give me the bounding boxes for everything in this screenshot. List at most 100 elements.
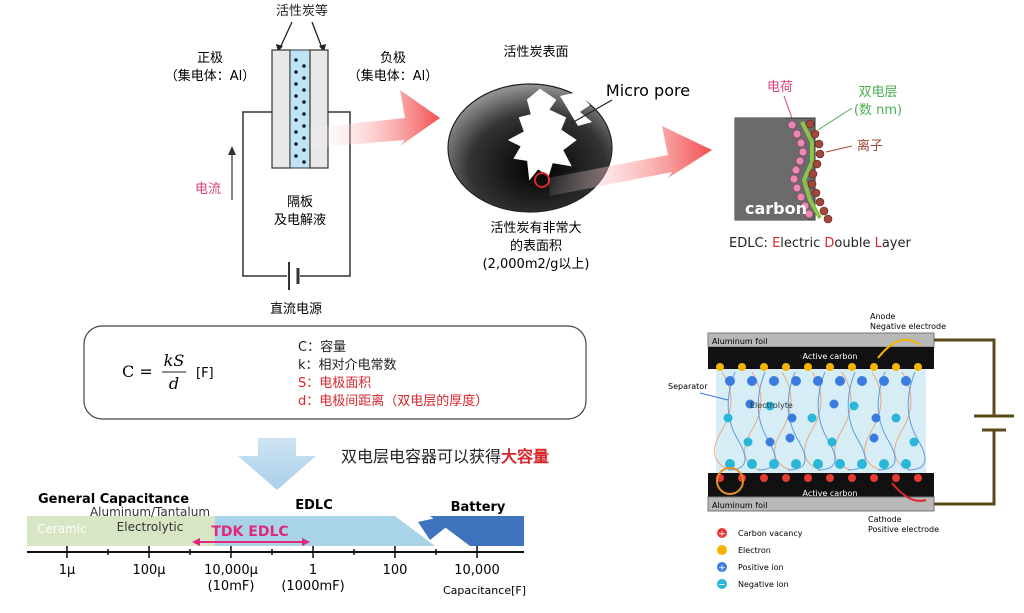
ion-layer [805,119,833,224]
ion-dots [294,58,306,164]
electron-row [716,363,922,371]
tdk-edlc-label: TDK EDLC [211,524,288,540]
down-arrow [238,438,316,490]
charge-layer [787,120,814,219]
foil-bottom-label: Aluminum foil [712,501,767,510]
tick-label-4: 100 [383,563,408,578]
vacancy-highlight [716,467,744,495]
charge-label: 电荷 [767,80,793,95]
electrolyte-label: Electrolyte [750,401,793,410]
circuit-wire [242,111,287,277]
carbon-vacancy-row [716,474,922,482]
formula-numerator: kS [164,351,185,370]
tick-sub-3: (1000mF) [281,579,344,594]
cathode-arrow [891,482,927,502]
tick-label-1: 100μ [132,563,165,578]
formula-box: C = kS d [F] C：容量 k：相对介电常数 S：电极面积 d：电极间距… [83,325,587,420]
separator-strip [289,49,311,169]
ceramic-band [27,516,97,546]
surface-title: 活性炭表面 [503,45,568,60]
formula-lhs: C = [122,362,153,381]
formula-def-2: S：电极面积 [298,376,371,391]
anode-label-2: Negative electrode [870,322,946,331]
battery-label: Battery [451,500,506,515]
legend-swatch-0 [717,528,727,538]
double-layer-label-1: 双电层 [858,85,897,100]
aluminum-label-2: Electrolytic [117,520,184,534]
positive-collector: （集电体：Al） [165,68,256,84]
carbon-boundary [735,118,808,220]
positive-ion-scatter [745,399,881,447]
dc-source-label: 直流电源 [270,302,322,317]
capacitance-scale: General Capacitance Ceramic Aluminum/Tan… [27,492,526,597]
activated-carbon-label: 活性炭等 [276,3,328,19]
anode-label-1: Anode [870,312,896,321]
scale-ticks [66,546,478,558]
edlc-structure: Aluminum foil Active carbon Active carbo… [668,312,1014,591]
separator-label-1: 隔板 [287,195,313,210]
formula-unit: [F] [196,366,214,381]
zoom-arrow-1 [310,90,440,148]
negative-electrode [309,49,329,169]
current-label: 电流 [195,182,221,197]
micro-pore-label: Micro pore [606,81,690,100]
cathode-label-2: Positive electrode [868,525,939,534]
surface-caption-1: 活性炭有非常大 [490,221,581,236]
cell-schematic: 活性炭等 正极 （集电体：Al） 负极 （集电体：Al） 电流 隔板 及电解液 … [165,3,439,317]
aluminum-label-1: Aluminum/Tantalum [90,505,210,519]
tick-label-0: 1μ [59,563,76,578]
positive-electrode [271,49,291,169]
legend-swatch-2 [717,562,727,572]
formula-def-3: d：电极间距离（双电层的厚度） [298,393,488,409]
legend-label-1: Electron [738,546,771,555]
ceramic-label: Ceramic [37,522,87,536]
legend-label-2: Positive ion [738,563,784,572]
pore-network [507,88,577,181]
carbon-bottom-label: Active carbon [803,489,858,498]
edlc-detail: carbon 电荷 双电层 (数 nm) 离子 EDLC: Electric D… [729,80,911,251]
legend-sym-3: − [718,581,726,591]
edlc-caption: EDLC: Electric Double Layer [729,236,911,251]
zoom-arrow-2 [548,126,712,196]
tick-label-5: 10,000 [454,563,500,578]
edlc-label: EDLC [295,498,333,513]
legend-swatch-3 [717,579,727,589]
anode-arrow [877,338,921,359]
legend-label-3: Negative ion [738,580,789,589]
tick-label-3: 1 [309,563,317,578]
positive-ion-row-top [725,376,911,386]
battery-band [430,516,524,546]
double-layer-label-2: (数 nm) [854,103,902,118]
electrolyte-region [716,369,926,473]
separator-label-2: 及电解液 [274,213,326,228]
surface-caption-3: (2,000m2/g以上) [483,257,590,272]
surface-caption-2: 的表面积 [510,238,562,254]
formula-def-1: k：相对介电常数 [298,358,397,373]
edlc-band [215,516,435,546]
legend-swatch-1 [717,545,727,555]
structure-legend: + Carbon vacancy Electron + Positive ion… [717,528,803,591]
ion-label: 离子 [857,138,883,154]
negative-collector: （集电体：Al） [348,68,439,84]
capacity-statement: 双电层电容器可以获得大容量 [341,447,549,466]
separator-label: Separator [668,382,708,391]
legend-sym-2: + [718,564,726,574]
formula-denominator: d [169,374,179,393]
legend-label-0: Carbon vacancy [738,529,803,538]
tick-label-2: 10,000μ [204,563,258,578]
positive-label: 正极 [197,51,223,66]
external-circuit [934,338,996,416]
carbon-label: carbon [745,199,807,218]
formula-def-0: C：容量 [298,339,346,355]
negative-ion-row-bottom [725,459,911,469]
general-capacitance-title: General Capacitance [38,492,189,507]
cathode-label-1: Cathode [868,515,902,524]
tick-sub-2: (10mF) [208,579,255,594]
axis-label: Capacitance[F] [443,584,526,597]
foil-top-label: Aluminum foil [712,337,767,346]
negative-ion-scatter [723,401,919,447]
negative-label: 负极 [380,51,406,66]
legend-sym-0: + [718,530,726,540]
carbon-top-label: Active carbon [803,352,858,361]
